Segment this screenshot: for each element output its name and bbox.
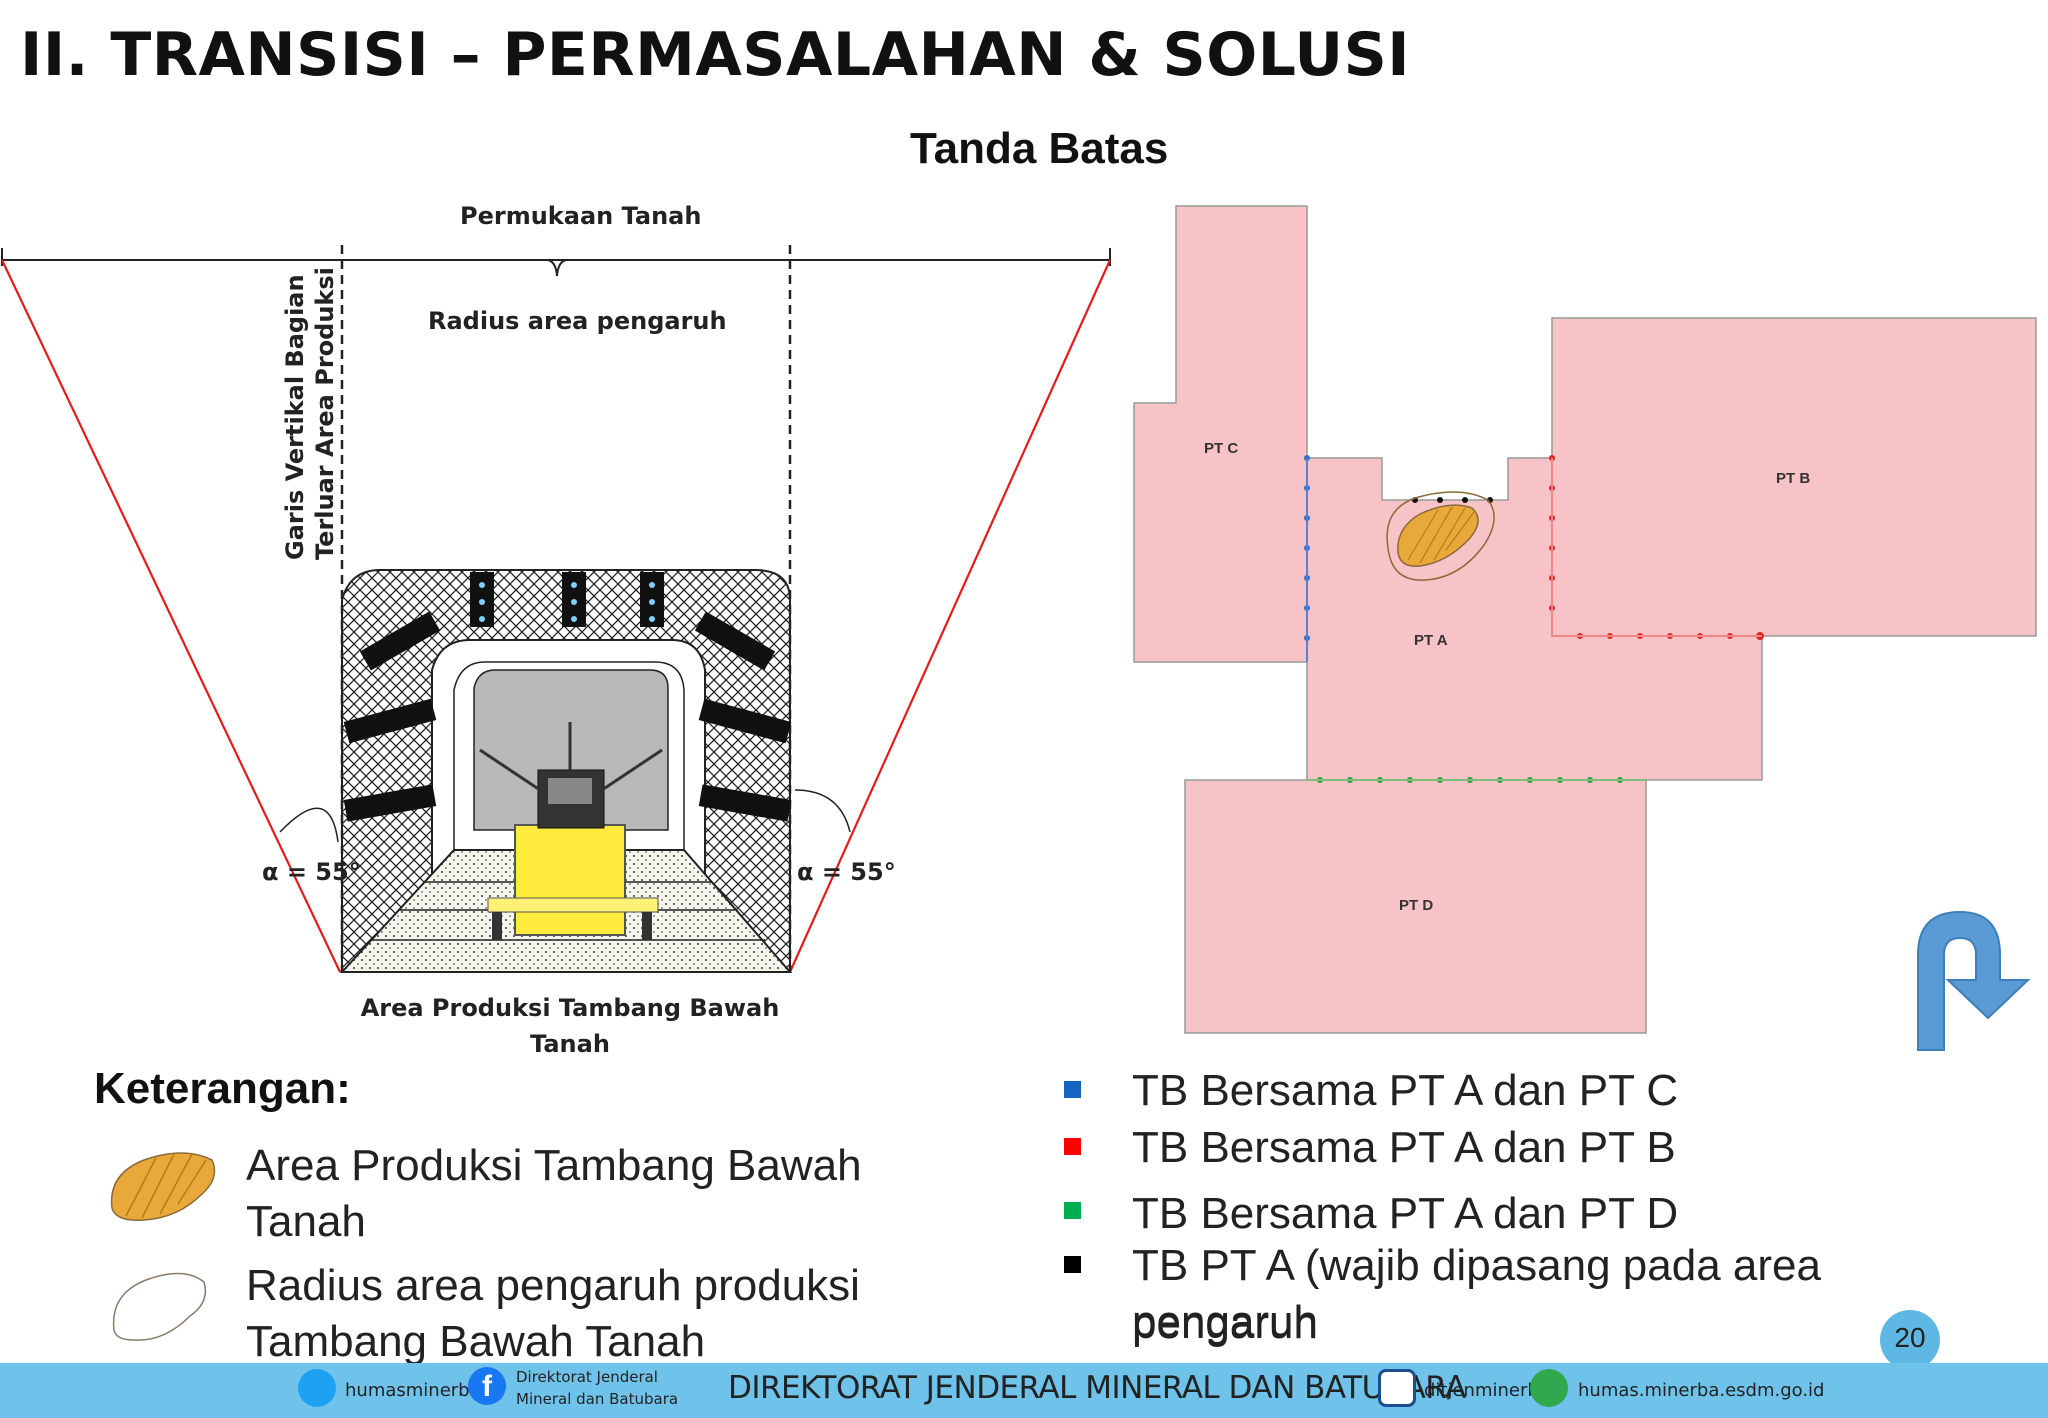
pt-c-label: PT C (1204, 440, 1239, 457)
influence-line-left (1, 259, 341, 973)
blue-square-icon (1064, 1081, 1081, 1098)
ore-area-icon (110, 1152, 216, 1221)
instagram-handle[interactable]: ditjenminerba (1424, 1380, 1550, 1401)
pt-c-area (1133, 205, 1308, 663)
instagram-icon[interactable] (1378, 1369, 1416, 1407)
facebook-line2[interactable]: Mineral dan Batubara (516, 1390, 679, 1408)
boundary-item-a-d: TB Bersama PT A dan PT D (1132, 1189, 1679, 1238)
u-turn-arrow-icon (1917, 910, 2031, 1051)
website-link[interactable]: humas.minerba.esdm.go.id (1578, 1380, 1825, 1401)
globe-icon[interactable] (1530, 1369, 1568, 1407)
influence-line-right (788, 259, 1112, 973)
vertical-line-label: Garis Vertikal Bagian Terluar Area Produ… (281, 267, 339, 560)
pt-b-label: PT B (1776, 470, 1811, 487)
green-square-icon (1064, 1202, 1081, 1219)
twitter-icon[interactable] (298, 1369, 336, 1407)
twitter-handle[interactable]: humasminerba (345, 1380, 481, 1401)
pt-a-label: PT A (1414, 632, 1448, 649)
radius-label: Radius area pengaruh (428, 307, 727, 335)
alpha-right-label: α = 55° (797, 858, 896, 886)
section-subtitle: Tanda Batas (910, 124, 1169, 173)
red-square-icon (1064, 1138, 1081, 1155)
concession-map (1133, 205, 2037, 1034)
slide-title: II. TRANSISI – PERMASALAHAN & SOLUSI (20, 20, 1411, 90)
footer-title: DIREKTORAT JENDERAL MINERAL DAN BATUBARA (728, 1370, 1466, 1406)
influence-radius-outline (1386, 491, 1495, 581)
surface-label: Permukaan Tanah (460, 202, 702, 230)
mining-machine (479, 722, 663, 940)
pt-d-label: PT D (1399, 897, 1434, 914)
page-number: 20 (1880, 1310, 1940, 1370)
legend-item-ore-area: Area Produksi Tambang Bawah Tanah (246, 1141, 862, 1246)
footer-bar (0, 1363, 2048, 1418)
legend-heading: Keterangan: (94, 1064, 351, 1113)
black-square-icon (1064, 1256, 1081, 1273)
facebook-icon[interactable]: f (468, 1367, 506, 1405)
mine-cross-section-diagram (1, 245, 1112, 973)
legend-item-influence-radius: Radius area pengaruh produksi Tambang Ba… (246, 1261, 860, 1366)
boundary-item-a-only: TB PT A (wajib dipasang pada area pengar… (1132, 1241, 1821, 1346)
alpha-left-label: α = 55° (262, 858, 361, 886)
boundary-item-a-only-cont: pengaruh (1132, 1299, 1318, 1348)
production-area-label: Area Produksi Tambang Bawah Tanah (360, 994, 780, 1058)
tunnel-illustration (339, 569, 793, 973)
facebook-line1[interactable]: Direktorat Jenderal (516, 1368, 658, 1386)
boundary-item-a-b: TB Bersama PT A dan PT B (1132, 1123, 1676, 1172)
influence-radius-icon (112, 1272, 207, 1341)
boundary-item-a-c: TB Bersama PT A dan PT C (1132, 1066, 1679, 1115)
surface-line (1, 248, 1111, 277)
